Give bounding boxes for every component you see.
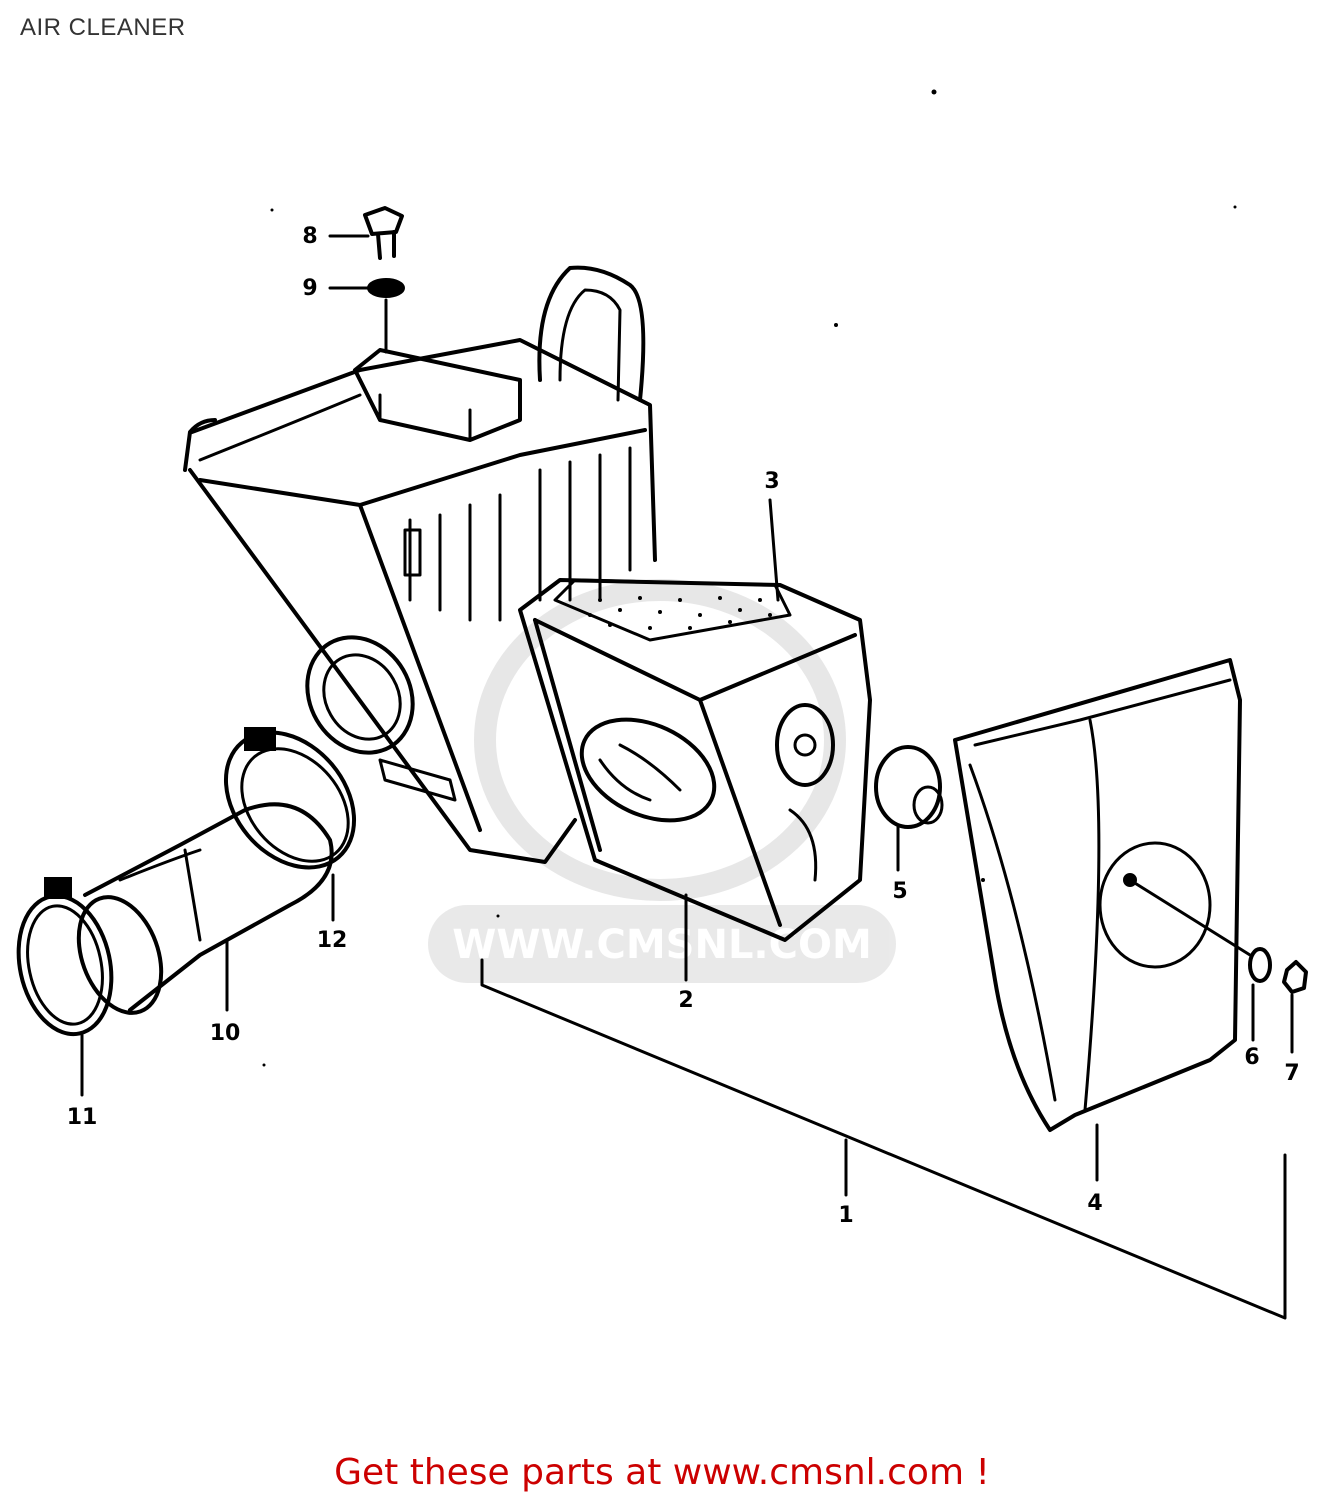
callout-12: 12 <box>317 928 348 953</box>
callout-labels: 1 2 3 4 5 6 7 8 9 10 11 12 <box>67 224 1300 1228</box>
callout-8: 8 <box>302 224 317 249</box>
bolt <box>363 206 404 260</box>
grommet <box>874 745 944 829</box>
callout-10: 10 <box>210 1021 241 1046</box>
leader-lines <box>80 234 1294 1320</box>
washer <box>1248 947 1272 983</box>
nut <box>1282 960 1308 994</box>
callout-1: 1 <box>838 1203 853 1228</box>
specks <box>262 89 1237 1067</box>
callout-11: 11 <box>67 1105 98 1130</box>
foam-texture <box>588 596 772 630</box>
callout-7: 7 <box>1284 1061 1299 1086</box>
callout-9: 9 <box>302 276 317 301</box>
air-cleaner-housing <box>183 265 657 864</box>
footer-link-text[interactable]: Get these parts at www.cmsnl.com ! <box>334 1452 990 1493</box>
callout-6: 6 <box>1244 1045 1259 1070</box>
washer-top <box>367 278 405 354</box>
hose-clamp-rear <box>223 727 357 870</box>
callout-2: 2 <box>678 988 693 1013</box>
callout-3: 3 <box>764 469 779 494</box>
air-cleaner-cover <box>953 658 1252 1132</box>
hose-clamp-front <box>16 877 114 1037</box>
callout-4: 4 <box>1087 1191 1102 1216</box>
filter-element <box>518 578 872 942</box>
callout-5: 5 <box>892 879 907 904</box>
watermark-text: WWW.CMSNL.COM <box>452 922 872 968</box>
intake-pipe <box>76 802 334 1015</box>
page-title: AIR CLEANER <box>20 14 186 41</box>
